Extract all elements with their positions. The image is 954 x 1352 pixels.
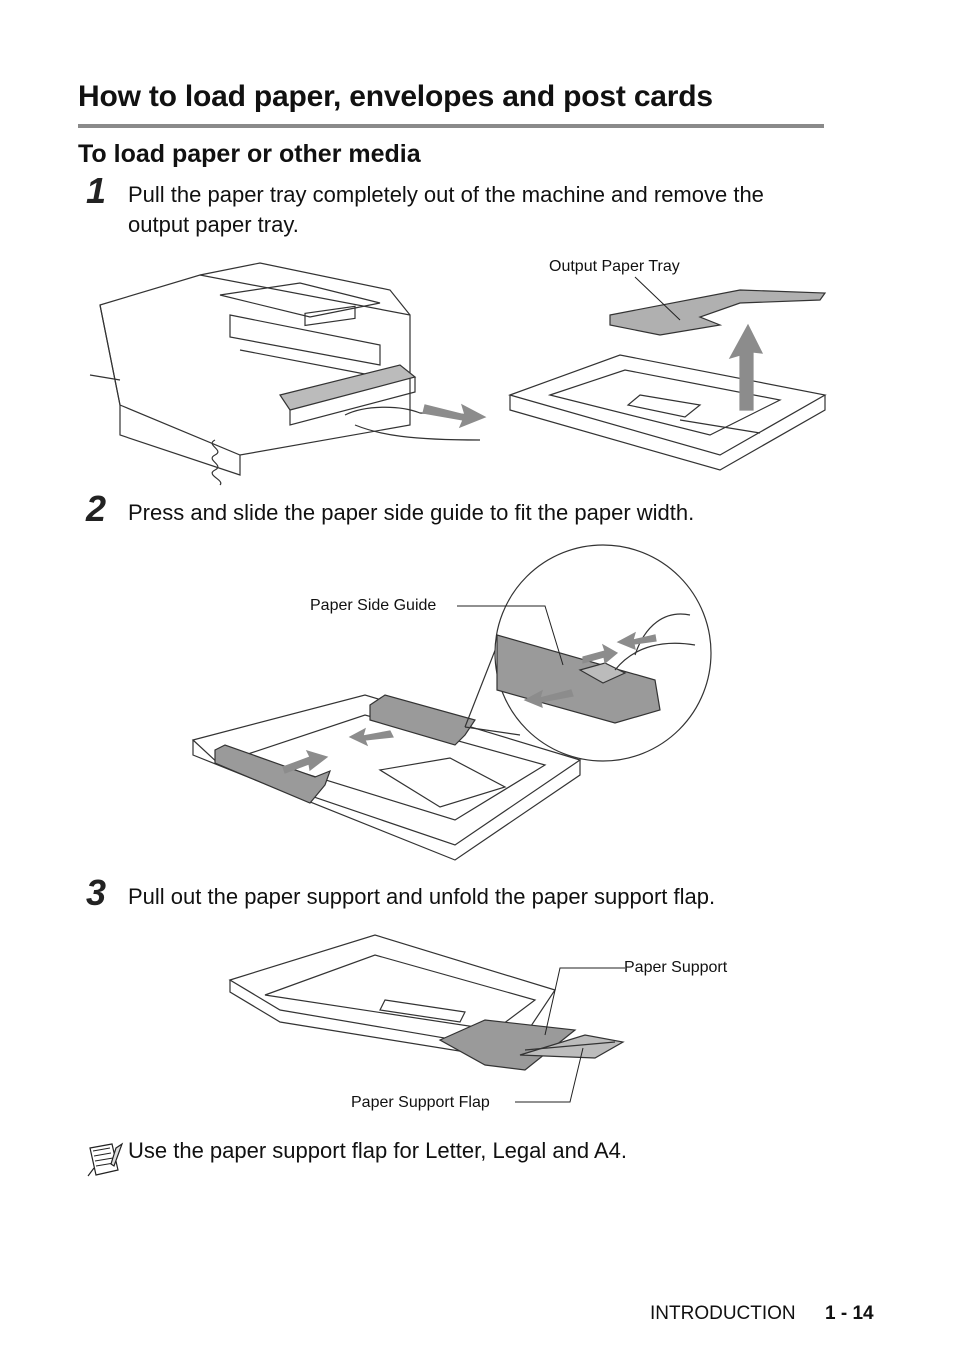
illustration-remove-paper-tray xyxy=(89,262,827,486)
step-1-text: Pull the paper tray completely out of th… xyxy=(128,182,764,237)
title-rule xyxy=(78,124,824,128)
illustration-paper-support xyxy=(228,934,625,1103)
footer-section: INTRODUCTION xyxy=(650,1303,796,1324)
callout-paper-support-flap: Paper Support Flap xyxy=(351,1094,490,1111)
footer-page-number: 1 - 14 xyxy=(825,1303,874,1324)
callout-paper-support: Paper Support xyxy=(624,959,728,976)
step-2-number: 2 xyxy=(86,488,107,529)
section-subtitle: To load paper or other media xyxy=(78,140,421,168)
illustration-paper-side-guide xyxy=(191,544,712,861)
notepad-note-icon xyxy=(87,1142,124,1177)
step-2-text: Press and slide the paper side guide to … xyxy=(128,500,695,525)
step-3-number: 3 xyxy=(86,872,107,913)
callout-output-paper-tray: Output Paper Tray xyxy=(549,258,680,275)
step-3-text: Pull out the paper support and unfold th… xyxy=(128,884,716,909)
note-text: Use the paper support flap for Letter, L… xyxy=(128,1138,628,1163)
callout-paper-side-guide: Paper Side Guide xyxy=(310,597,437,614)
page-title: How to load paper, envelopes and post ca… xyxy=(78,80,713,113)
step-1-number: 1 xyxy=(86,170,107,211)
